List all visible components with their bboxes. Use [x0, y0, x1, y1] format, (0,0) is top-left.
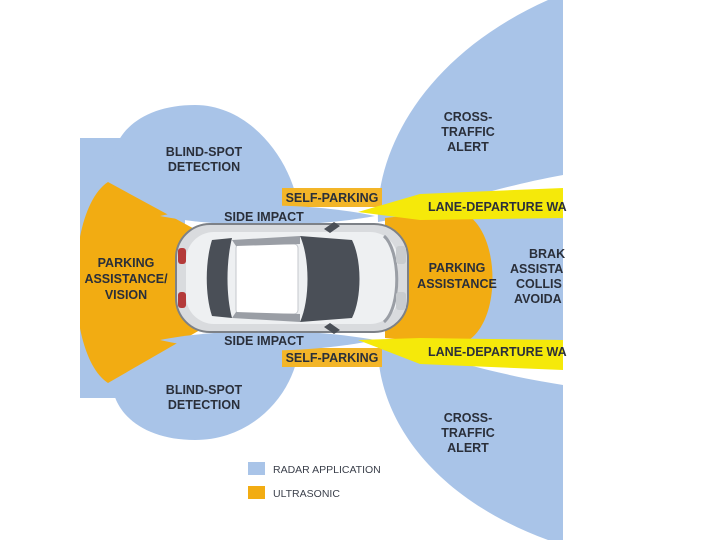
- brake-line-1: BRAK: [529, 247, 565, 261]
- self-parking-bottom-label: SELF-PARKING: [286, 351, 379, 365]
- parking-rear-line-1: PARKING: [98, 256, 155, 270]
- cross-traffic-bottom-line-2: TRAFFIC: [441, 426, 494, 440]
- legend-swatch-radar: [248, 462, 265, 475]
- cross-traffic-zone-bottom: [377, 340, 563, 540]
- parking-front-zone: [385, 210, 493, 345]
- parking-rear-zone: [80, 182, 200, 383]
- self-parking-strip-bottom: [282, 348, 382, 367]
- self-parking-strip-top: [282, 188, 382, 207]
- cross-traffic-bottom-line-1: CROSS-: [444, 411, 493, 425]
- zones-group: [80, 0, 563, 540]
- lane-departure-beam-bottom: [358, 338, 563, 370]
- brake-line-3: COLLIS: [516, 277, 562, 291]
- brake-line-2: ASSISTA: [510, 262, 563, 276]
- side-impact-top-label: SIDE IMPACT: [224, 210, 304, 224]
- legend-swatch-ultrasonic: [248, 486, 265, 499]
- side-impact-zone-bottom: [160, 331, 375, 351]
- legend: RADAR APPLICATION ULTRASONIC: [248, 462, 381, 500]
- cross-traffic-bottom-line-3: ALERT: [447, 441, 489, 455]
- blind-spot-bottom-line-1: BLIND-SPOT: [166, 383, 243, 397]
- parking-front-line-2: ASSISTANCE: [417, 277, 497, 291]
- blind-spot-zone-top: [111, 105, 301, 225]
- self-parking-top-label: SELF-PARKING: [286, 191, 379, 205]
- blind-spot-bottom-line-2: DETECTION: [168, 398, 240, 412]
- lane-departure-beam-top: [358, 188, 563, 220]
- car-top-view: [175, 222, 409, 334]
- legend-label-ultrasonic: ULTRASONIC: [273, 488, 340, 500]
- parking-front-line-1: PARKING: [429, 261, 486, 275]
- parking-rear-line-3: VISION: [105, 288, 147, 302]
- legend-label-radar: RADAR APPLICATION: [273, 464, 381, 476]
- cross-traffic-top-line-1: CROSS-: [444, 110, 493, 124]
- lane-departure-top-label: LANE-DEPARTURE WA: [428, 200, 567, 214]
- brake-line-4: AVOIDA: [514, 292, 562, 306]
- zone-labels: BLIND-SPOT DETECTION BLIND-SPOT DETECTIO…: [84, 110, 566, 455]
- lane-departure-bottom-label: LANE-DEPARTURE WA: [428, 345, 567, 359]
- side-impact-zone-top: [160, 205, 375, 225]
- blind-spot-top-line-2: DETECTION: [168, 160, 240, 174]
- side-impact-bottom-label: SIDE IMPACT: [224, 334, 304, 348]
- cross-traffic-zone-top: [377, 0, 563, 222]
- blind-spot-zone-bottom: [111, 335, 301, 440]
- blind-spot-top-line-1: BLIND-SPOT: [166, 145, 243, 159]
- cross-traffic-top-line-3: ALERT: [447, 140, 489, 154]
- cross-traffic-top-line-2: TRAFFIC: [441, 125, 494, 139]
- parking-rear-line-2: ASSISTANCE/: [84, 272, 168, 286]
